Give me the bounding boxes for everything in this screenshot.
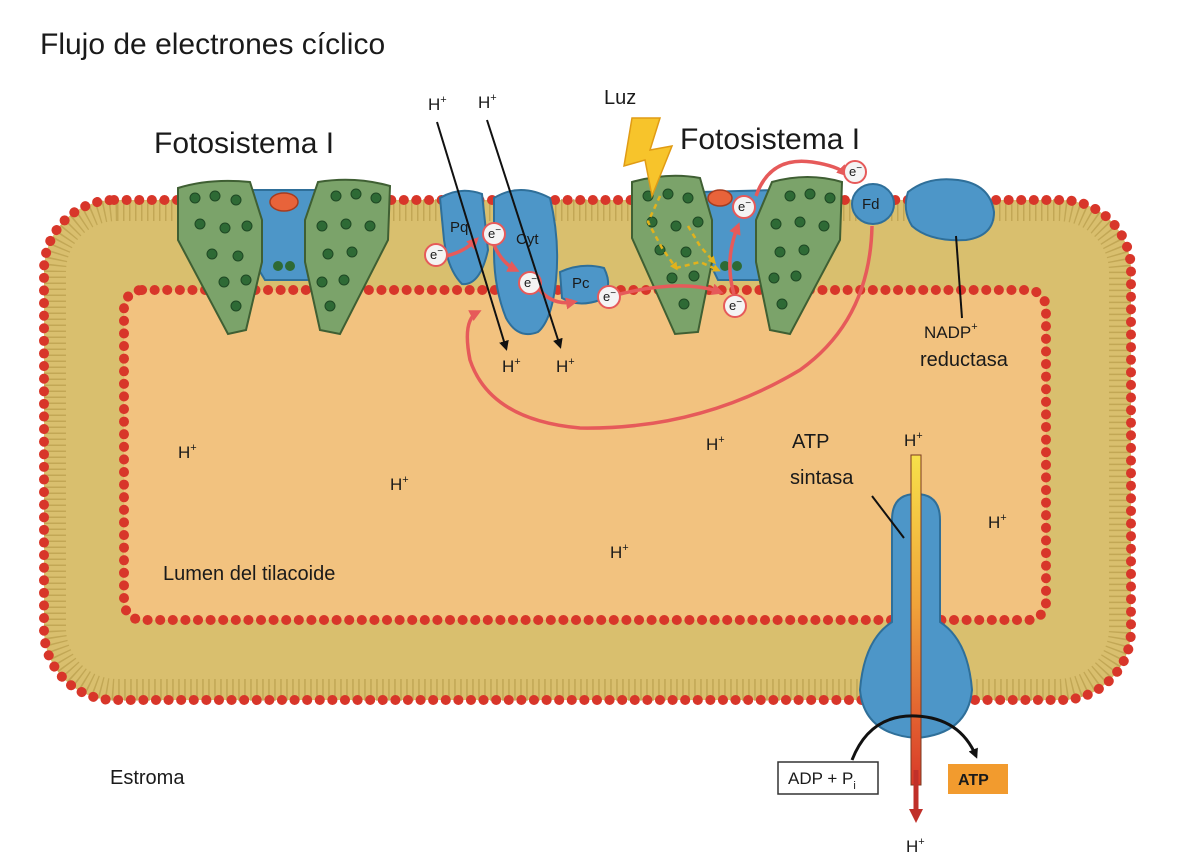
electron-label: e−: [524, 274, 537, 290]
atp-synthase-label: ATP: [792, 431, 829, 453]
electron-path-ps: [611, 283, 724, 298]
photosystem-left: [177, 178, 392, 336]
electron-icon: e−: [732, 195, 756, 219]
proton-arrows: [436, 119, 563, 351]
electron-path-ps-up: [728, 222, 741, 295]
proton-label: H+: [428, 94, 447, 114]
proton-label: H+: [904, 430, 923, 450]
proton-label: H+: [478, 92, 497, 112]
proton-label: H+: [178, 442, 197, 462]
protein-fd-label: Fd: [862, 196, 880, 213]
photosystem-left-lobe-b: [304, 178, 392, 336]
electron-path-cycle: [465, 225, 874, 430]
photosystem-right-label: Fotosistema I: [680, 123, 860, 156]
adp-box: ADP + Pi: [777, 761, 879, 795]
electron-label: e−: [488, 225, 501, 241]
atp-synthase: ATP sintasa: [790, 431, 978, 823]
photosystem-right: [631, 174, 844, 336]
protein-pc-label: Pc: [572, 275, 590, 292]
electron-icon: e−: [482, 222, 506, 246]
thylakoid-lumen: [124, 290, 1046, 620]
proton-label: H+: [706, 434, 725, 454]
protein-pq-label: Pq: [450, 219, 468, 236]
protein-pq: Pq: [438, 189, 490, 286]
electron-path: [445, 159, 874, 430]
electron-icon: e−: [518, 271, 542, 295]
atp-box: ATP: [948, 764, 1008, 794]
nadp-reductase-label-2: reductasa: [920, 349, 1009, 371]
electron-icon: e−: [597, 285, 621, 309]
proton-channel: [910, 454, 922, 786]
electron-path-fd: [754, 159, 849, 197]
light-label: Luz: [604, 87, 636, 109]
photosystem-left-label: Fotosistema I: [154, 127, 334, 160]
nadp-reductase: NADP+ reductasa: [904, 178, 1009, 371]
svg-text:ATP: ATP: [958, 772, 989, 789]
proton-label: H+: [502, 356, 521, 376]
protein-pc: Pc: [558, 264, 610, 305]
proton-label: H+: [390, 474, 409, 494]
svg-text:ADP + Pi: ADP + Pi: [788, 769, 856, 792]
protein-cyt-label: Cyt: [516, 231, 539, 248]
photosystem-left-center: [269, 192, 299, 212]
electron-label: e−: [603, 288, 616, 304]
electron-label: e−: [738, 198, 751, 214]
atp-synthase-label-2: sintasa: [790, 467, 854, 489]
adp-atp-arrow: [850, 714, 978, 761]
photosystem-right-center: [707, 189, 733, 207]
photosystem-left-pigments: [189, 188, 382, 312]
outer-lipid-heads: [39, 195, 1136, 705]
protons: H+ H+ H+ H+ H+ H+ H+ H+ H+ H+ H+: [178, 92, 1007, 856]
proton-label: H+: [906, 836, 925, 856]
photosystem-right-lobe-b: [755, 176, 844, 336]
proton-label: H+: [556, 356, 575, 376]
stroma-label: Estroma: [110, 767, 185, 789]
energy-transfer-arrows: [646, 195, 721, 272]
electron-path-pc: [536, 286, 578, 310]
nadp-reductase-label: NADP+: [924, 321, 978, 342]
proton-label: H+: [988, 512, 1007, 532]
electron-icon: e−: [723, 294, 747, 318]
electron-label: e−: [729, 297, 742, 313]
diagram-title: Flujo de electrones cíclico: [40, 28, 385, 61]
electron-label: e−: [430, 246, 443, 262]
lumen-label: Lumen del tilacoide: [163, 563, 335, 585]
proton-label: H+: [610, 542, 629, 562]
electron-label: e−: [849, 163, 862, 179]
electron-icon: e−: [424, 243, 448, 267]
protein-fd: Fd: [851, 183, 895, 225]
light-bolt-icon: [623, 117, 674, 199]
electron-icon: e−: [843, 160, 867, 184]
electrons: e− e− e− e− e− e− e−: [424, 160, 867, 318]
